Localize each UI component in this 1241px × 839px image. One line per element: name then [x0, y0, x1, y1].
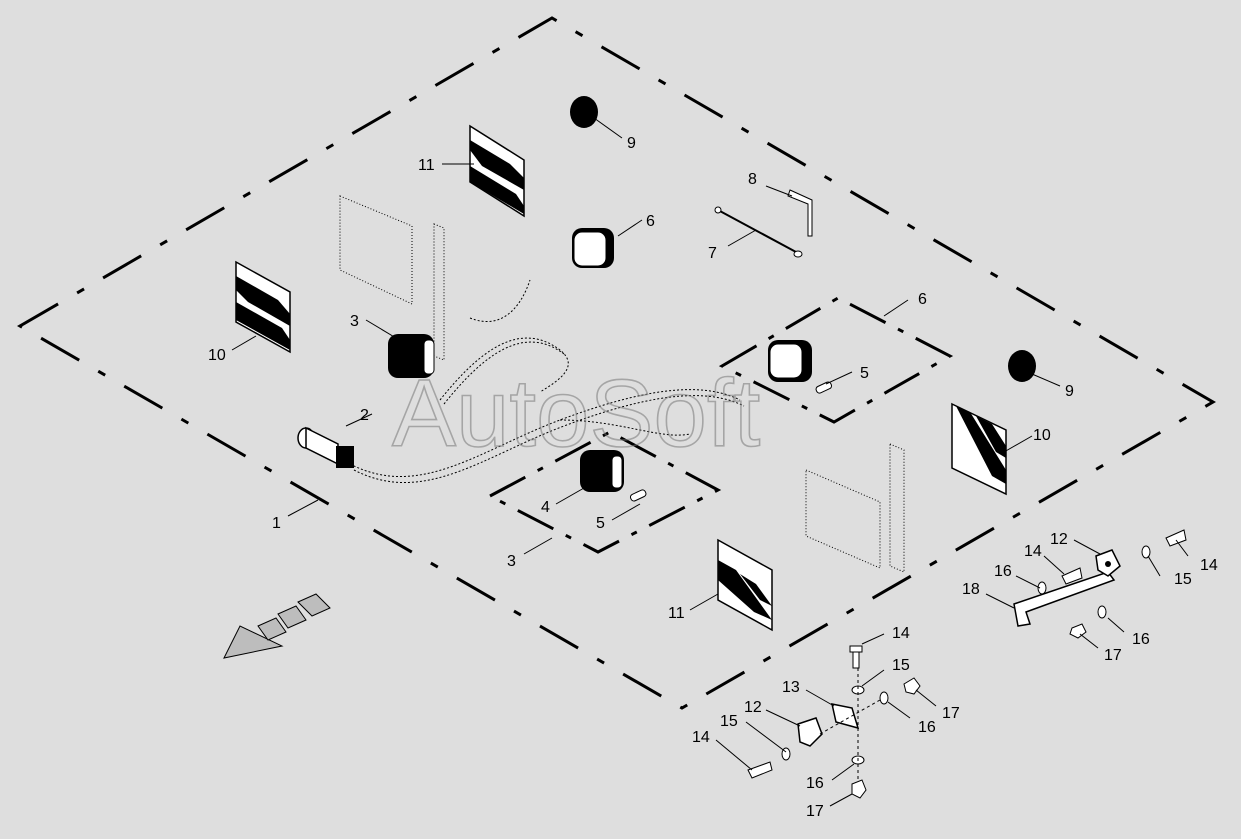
leader-lines — [231, 117, 1189, 807]
callout-2: 2 — [360, 407, 369, 424]
clamp-12-right — [1095, 549, 1121, 577]
mounting-plate-right — [805, 443, 905, 573]
warning-plate-11-bottom — [717, 538, 773, 632]
bolt-14-bottom-a — [849, 645, 863, 669]
callout-12-bottom: 12 — [744, 699, 762, 716]
washer-16-right-b — [1097, 605, 1107, 619]
wiring-harness — [349, 279, 745, 484]
bolt-14-right-a — [1061, 567, 1083, 585]
lamp-4 — [580, 450, 624, 492]
bulb-5-right — [815, 381, 833, 394]
bulb-5-left — [629, 489, 647, 502]
callout-17-bottom-b: 17 — [806, 803, 824, 820]
callout-14-right-b: 14 — [1200, 557, 1218, 574]
callout-15-right: 15 — [1174, 571, 1192, 588]
reflector-9-right — [1008, 350, 1036, 382]
callout-5-right: 5 — [860, 365, 869, 382]
clip-8 — [787, 189, 813, 237]
callout-14-bottom-left: 14 — [692, 729, 710, 746]
cable-tie-7 — [714, 206, 803, 258]
washer-16-right-a — [1037, 581, 1047, 595]
callout-14-bottom-top: 14 — [892, 625, 910, 642]
washer-15-right — [1141, 545, 1151, 559]
callout-15-bottom-left: 15 — [720, 713, 738, 730]
callout-3-lamp: 3 — [350, 313, 359, 330]
callout-11-top: 11 — [418, 157, 435, 174]
reflector-9-top — [570, 96, 598, 128]
callout-18: 18 — [962, 581, 980, 598]
callout-6-top: 6 — [646, 213, 655, 230]
subassembly-boundary-left — [486, 430, 722, 554]
watermark: AutoSoft — [392, 360, 760, 467]
callout-16-bottom-b: 16 — [806, 775, 824, 792]
callout-13: 13 — [782, 679, 800, 696]
callout-1: 1 — [272, 515, 281, 532]
bolt-14-right-b — [1165, 529, 1187, 547]
callout-11-bottom: 11 — [668, 605, 685, 622]
callout-10-left: 10 — [208, 347, 226, 364]
lamp-3-left — [388, 334, 435, 378]
callout-17-right: 17 — [1104, 647, 1122, 664]
mounting-plate-left — [339, 195, 445, 361]
callout-17-bottom-a: 17 — [942, 705, 960, 722]
callout-8: 8 — [748, 171, 757, 188]
direction-arrow — [223, 593, 331, 659]
kit-boundary — [17, 16, 1216, 710]
plate-13 — [831, 703, 860, 730]
washer-16-bottom-a — [879, 691, 889, 705]
callout-9-right: 9 — [1065, 383, 1074, 400]
callouts: 1 2 3 3 4 5 5 6 6 7 8 9 9 10 10 11 11 12… — [208, 135, 1218, 820]
callout-16-bottom-a: 16 — [918, 719, 936, 736]
warning-plate-10-left — [235, 260, 291, 354]
callout-16-right-b: 16 — [1132, 631, 1150, 648]
callout-14-right-a: 14 — [1024, 543, 1042, 560]
callout-10-right: 10 — [1033, 427, 1051, 444]
callout-6-right: 6 — [918, 291, 927, 308]
callout-7: 7 — [708, 245, 717, 262]
callout-9-top: 9 — [627, 135, 636, 152]
lamp-6-top — [572, 228, 614, 268]
clamp-12-bottom — [797, 717, 823, 747]
warning-plate-11-top — [469, 124, 525, 218]
warning-plate-10-right — [951, 402, 1007, 496]
subassembly-boundary-right — [718, 296, 954, 424]
callout-12-right: 12 — [1050, 531, 1068, 548]
nut-17-bottom-b — [851, 779, 867, 799]
callout-15-bottom-top: 15 — [892, 657, 910, 674]
callout-4: 4 — [541, 499, 550, 516]
socket-2 — [297, 426, 354, 468]
callout-16-right-a: 16 — [994, 563, 1012, 580]
callout-5-left: 5 — [596, 515, 605, 532]
callout-3-subassembly: 3 — [507, 553, 516, 570]
nut-17-right — [1069, 623, 1087, 639]
bolt-14-bottom-b — [747, 761, 773, 779]
lamp-6-right — [768, 340, 812, 382]
